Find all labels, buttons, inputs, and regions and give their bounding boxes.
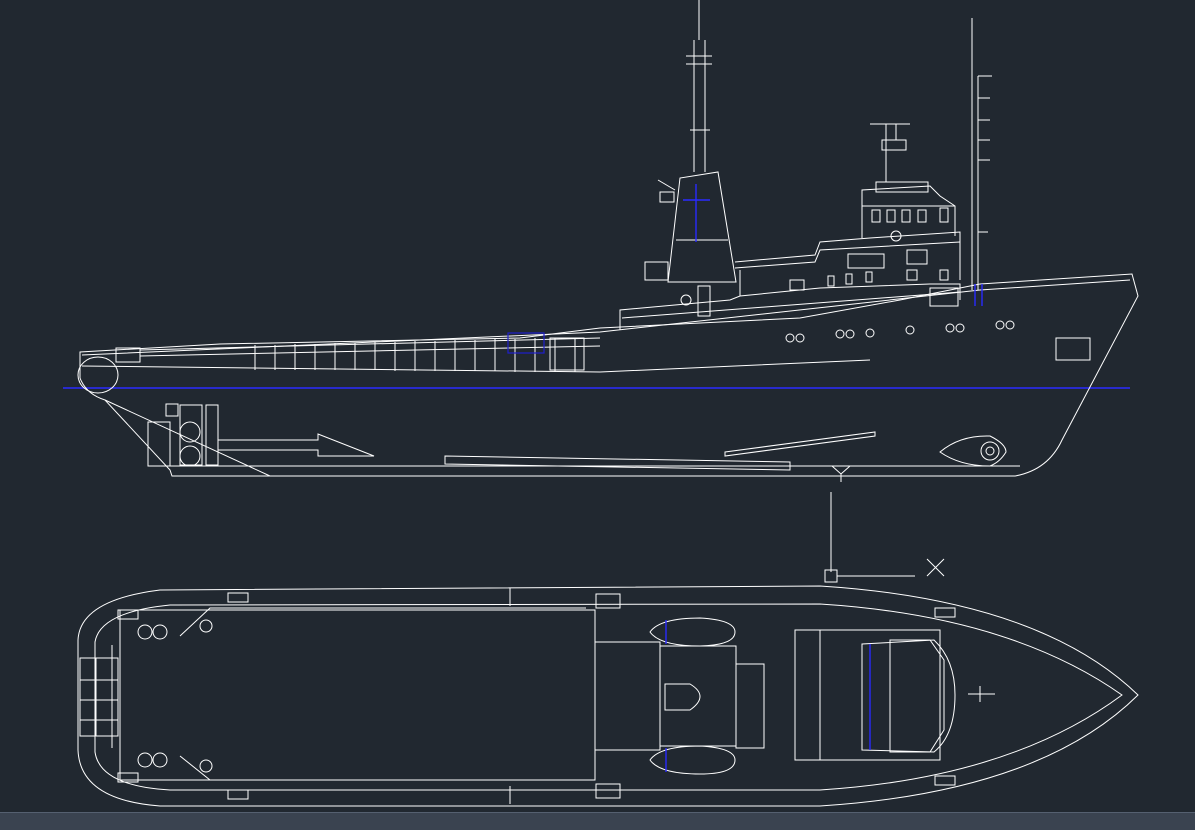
bitts (117, 592, 956, 800)
bow-hatch (1055, 337, 1091, 361)
hull-inner-line (81, 279, 1131, 356)
main-mast (686, 0, 712, 172)
side-elevation-view (63, 0, 1139, 482)
wheelhouse (861, 123, 956, 242)
bow-thruster (939, 435, 1007, 467)
plan-view (77, 492, 1139, 807)
deck-rail (139, 337, 601, 357)
sheer-line (81, 359, 871, 373)
ucs-y-glyph (831, 465, 851, 482)
stern-equipment (104, 399, 375, 477)
working-deck (119, 609, 596, 781)
status-bar (0, 812, 1195, 830)
portholes (785, 320, 1015, 343)
cad-drawing-canvas[interactable] (0, 0, 1195, 812)
deckhouse (619, 231, 983, 330)
hull-outline (79, 273, 1139, 477)
stern-roller (77, 356, 119, 394)
bilge-keel (444, 455, 791, 471)
aft-mast (971, 18, 992, 290)
ucs-icon (824, 492, 945, 583)
funnel (644, 171, 737, 317)
winch-deck (649, 617, 765, 775)
plan-stern-roller (79, 657, 119, 737)
plan-hull-outline (77, 585, 1139, 807)
accommodation-block (794, 629, 956, 761)
deck-rail-posts (254, 338, 576, 372)
